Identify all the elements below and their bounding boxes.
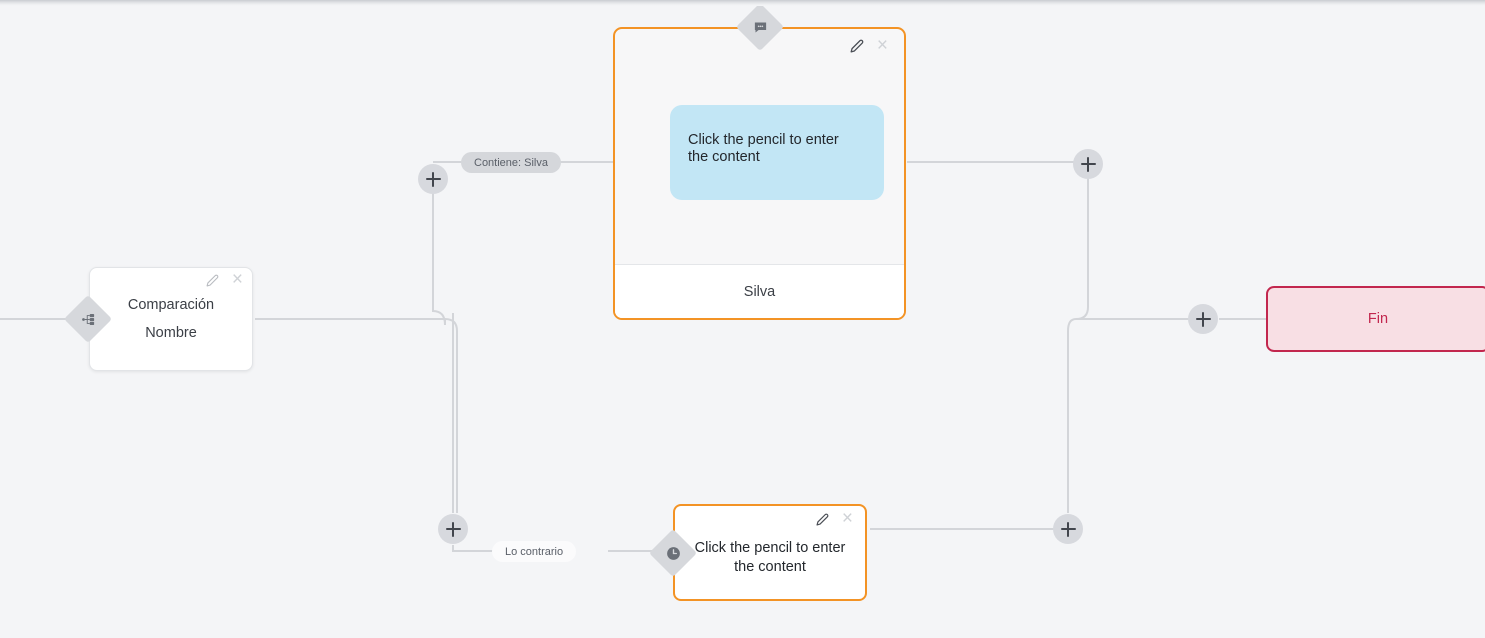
pencil-icon[interactable] <box>206 274 219 287</box>
comparacion-actions[interactable]: × <box>206 269 243 290</box>
clock-icon <box>656 536 690 570</box>
clock-icon-badge[interactable] <box>648 528 698 578</box>
edge-bottom-right-up <box>1067 318 1077 513</box>
edge-branch-true <box>432 180 446 326</box>
add-node-button-before-fin[interactable] <box>1188 304 1218 334</box>
edge-branch-false <box>444 318 458 513</box>
chat-bubble-icon <box>743 10 777 44</box>
add-node-button-after-delay[interactable] <box>1053 514 1083 544</box>
node-fin[interactable]: Fin <box>1266 286 1485 352</box>
fin-card[interactable]: Fin <box>1266 286 1485 352</box>
edge-label-lo-contrario[interactable]: Lo contrario <box>492 541 577 562</box>
comparacion-subtitle: Nombre <box>145 325 197 341</box>
branch-icon-badge[interactable] <box>63 294 113 344</box>
message-delay-text: Click the pencil to enter the content <box>694 539 846 575</box>
comparacion-title: Comparación <box>127 296 215 313</box>
close-icon[interactable]: × <box>841 508 853 529</box>
message-bubble[interactable]: Click the pencil to enter the content <box>670 105 884 200</box>
node-message-silva[interactable]: × Click the pencil to enter the content … <box>613 2 906 320</box>
branch-icon <box>71 302 105 336</box>
pencil-icon[interactable] <box>816 513 829 526</box>
comparacion-card[interactable]: × Comparación Nombre <box>89 267 253 371</box>
edge-bottom-plus-to-label <box>452 545 494 552</box>
close-icon[interactable]: × <box>231 269 243 290</box>
message-silva-body: × Click the pencil to enter the content <box>615 29 904 264</box>
edge-plus-down <box>1075 178 1089 320</box>
add-node-button-branch-false[interactable] <box>438 514 468 544</box>
add-node-button-branch-true[interactable] <box>418 164 448 194</box>
add-node-button-after-silva[interactable] <box>1073 149 1103 179</box>
pencil-icon[interactable] <box>850 39 864 53</box>
message-silva-actions[interactable]: × <box>850 35 888 56</box>
chat-bubble-icon-badge[interactable] <box>735 2 785 52</box>
edge-label-contiene-silva[interactable]: Contiene: Silva <box>461 152 561 173</box>
message-delay-card[interactable]: × Click the pencil to enter the content <box>673 504 867 601</box>
close-icon[interactable]: × <box>876 35 888 56</box>
node-message-delay[interactable]: × Click the pencil to enter the content <box>648 504 867 601</box>
node-comparacion[interactable]: × Comparación Nombre <box>63 267 253 371</box>
message-delay-actions[interactable]: × <box>816 508 853 529</box>
message-silva-card[interactable]: × Click the pencil to enter the content … <box>613 27 906 320</box>
message-silva-footer: Silva <box>615 264 904 318</box>
top-shadow-strip <box>0 0 1485 6</box>
